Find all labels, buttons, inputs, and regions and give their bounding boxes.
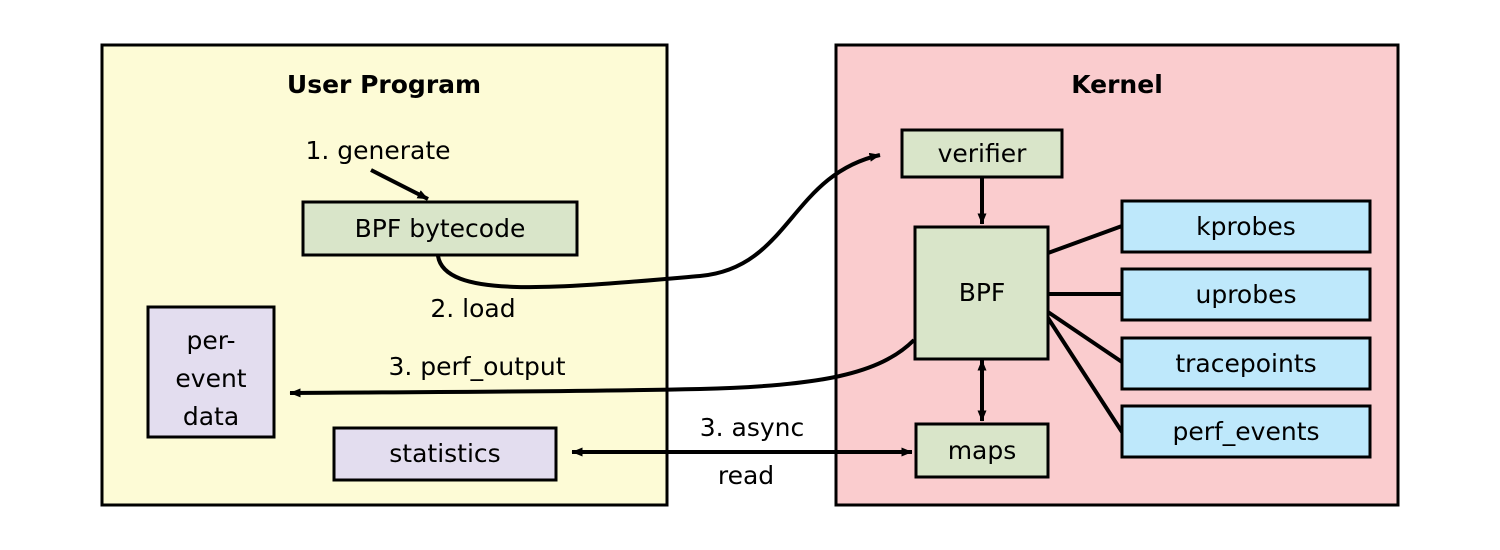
node-perf-events-rect[interactable] [1120,404,1372,459]
edge-bpf-perf-events [1046,316,1124,434]
kernel-panel-title: Kernel [1071,70,1163,99]
node-tracepoints[interactable]: tracepoints [1120,336,1372,391]
edge-load-curve [436,152,881,290]
node-statistics-label: statistics [389,439,500,468]
node-kprobes-rect[interactable] [1120,199,1372,254]
edge-bpf-kprobes [1047,224,1123,255]
edge-label-load: 2. load [430,294,515,323]
node-bpf-rect[interactable] [913,225,1050,361]
edge-perf-output-curve [289,338,916,398]
node-bpf-label: BPF [959,278,1006,307]
edge-generate-arrow [370,168,429,201]
user-program-panel-title: User Program [287,70,481,99]
edge-label-async-read-line2: read [718,461,774,490]
node-statistics-rect[interactable] [332,426,558,482]
node-per-event-data-label-line1: per- [187,326,236,355]
node-perf-events-label: perf_events [1172,417,1319,446]
node-per-event-data[interactable]: per- event data [146,305,276,439]
node-verifier[interactable]: verifier [900,128,1064,179]
node-maps-label: maps [948,436,1017,465]
node-kprobes[interactable]: kprobes [1120,199,1372,254]
node-uprobes[interactable]: uprobes [1120,267,1372,322]
node-bpf-bytecode-label: BPF bytecode [355,214,526,243]
node-per-event-data-rect[interactable] [146,305,276,439]
node-verifier-rect[interactable] [900,128,1064,179]
node-tracepoints-rect[interactable] [1120,336,1372,391]
node-uprobes-rect[interactable] [1120,267,1372,322]
node-statistics[interactable]: statistics [332,426,558,482]
node-per-event-data-label-line3: data [183,402,239,431]
node-verifier-label: verifier [938,139,1028,168]
node-perf-events[interactable]: perf_events [1120,404,1372,459]
node-kprobes-label: kprobes [1196,212,1296,241]
node-uprobes-label: uprobes [1195,280,1296,309]
edge-label-generate: 1. generate [305,136,450,165]
edge-bpf-tracepoints [1046,310,1124,364]
node-maps-rect[interactable] [914,422,1050,479]
node-bpf-bytecode[interactable]: BPF bytecode [301,200,579,257]
node-maps[interactable]: maps [914,422,1050,479]
node-per-event-data-label-line2: event [175,364,246,393]
edge-label-perf-output: 3. perf_output [388,352,565,381]
node-tracepoints-label: tracepoints [1175,349,1316,378]
edge-label-async-read-line1: 3. async [700,413,805,442]
node-bpf-bytecode-rect[interactable] [301,200,579,257]
node-bpf[interactable]: BPF [913,225,1050,361]
